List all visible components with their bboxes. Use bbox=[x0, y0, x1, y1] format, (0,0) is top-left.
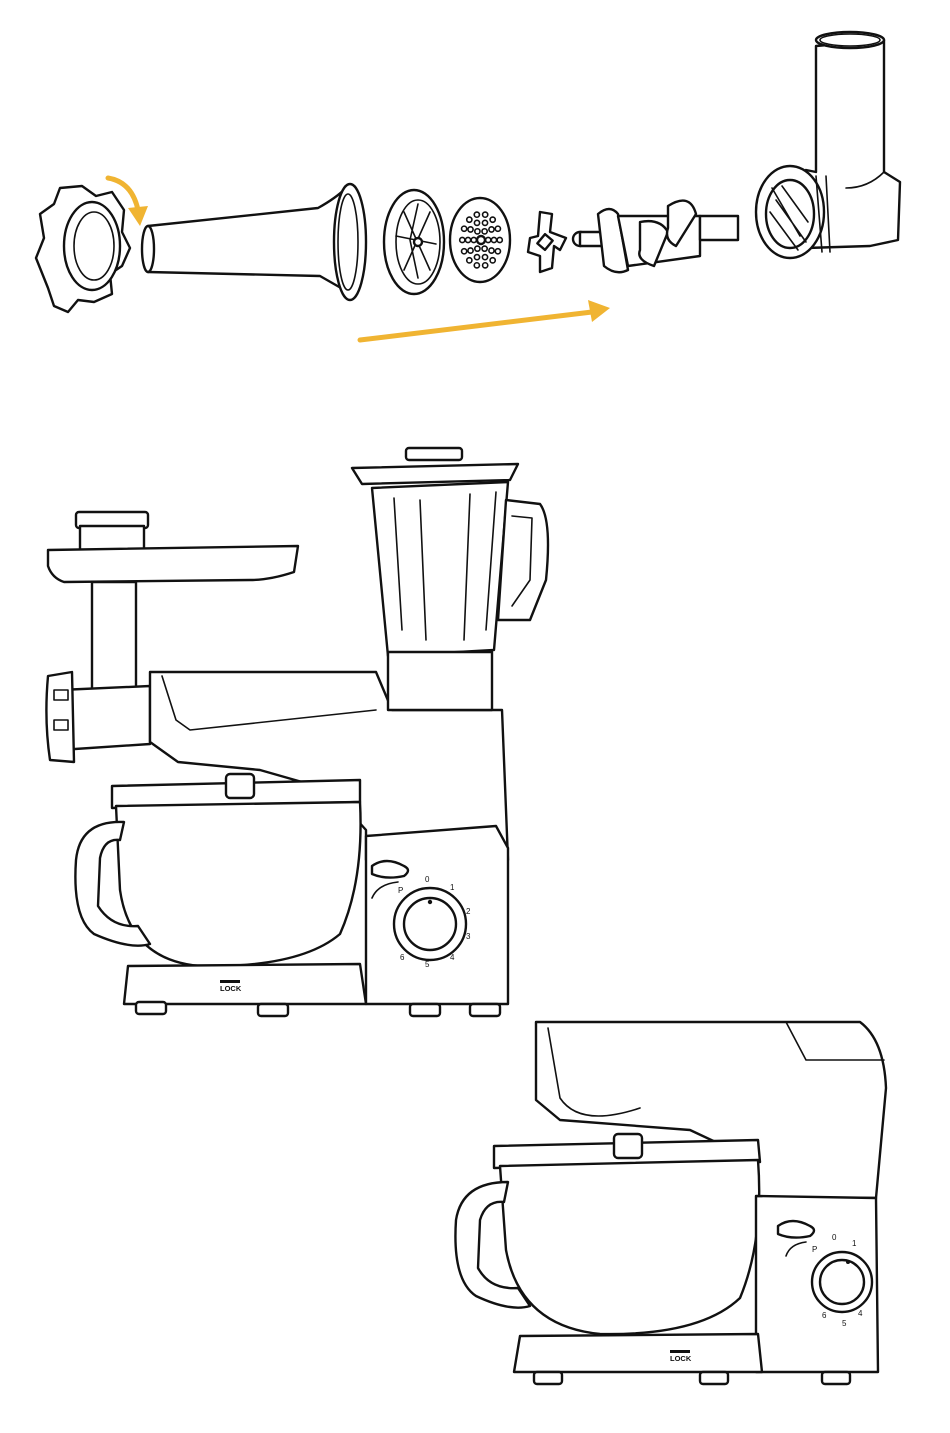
grinding-plate bbox=[450, 198, 510, 282]
dial-speed-label: 4 bbox=[858, 1309, 863, 1318]
dial-speed-label: 4 bbox=[450, 953, 455, 962]
dial-speed-label: 6 bbox=[400, 953, 405, 962]
assembly-direction-arrow bbox=[360, 312, 592, 340]
dial-speed-label: 1 bbox=[852, 1239, 857, 1248]
bowl-2 bbox=[500, 1160, 759, 1334]
sausage-nozzle bbox=[142, 184, 366, 300]
dial-speed-label: 5 bbox=[425, 960, 430, 969]
lock-text-2: LOCK bbox=[670, 1354, 692, 1363]
dial-speed-label: 6 bbox=[822, 1311, 827, 1320]
dial-speed-label: 0 bbox=[832, 1233, 837, 1242]
dial-speed-label: 0 bbox=[425, 875, 430, 884]
mixing-bowl bbox=[75, 774, 360, 966]
dial-speed-label: 3 bbox=[466, 932, 471, 941]
curved-arrow-head bbox=[128, 206, 148, 226]
grinder-housing bbox=[756, 32, 900, 258]
mixer-full-setup: P 0 1 2 3 4 5 6 LOCK bbox=[46, 448, 548, 1016]
straight-arrow-head bbox=[588, 300, 610, 322]
spacer-disc bbox=[384, 190, 444, 294]
lock-indicator-left: LOCK bbox=[220, 980, 242, 993]
mixer-bowl-setup: P 0 1 6 5 4 LOCK bbox=[455, 1022, 886, 1384]
blender-jar bbox=[352, 448, 548, 710]
exploded-grinder bbox=[36, 32, 900, 340]
lock-indicator-right: LOCK bbox=[670, 1350, 692, 1363]
dial-speed-label: P bbox=[398, 886, 403, 895]
dial-speed-label: 5 bbox=[842, 1319, 847, 1328]
cross-blade bbox=[528, 212, 566, 272]
dial-speed-label: 2 bbox=[466, 907, 471, 916]
lock-text: LOCK bbox=[220, 984, 242, 993]
dial-speed-label: 1 bbox=[450, 883, 455, 892]
dial-speed-label: P bbox=[812, 1245, 817, 1254]
ring-nut bbox=[36, 186, 130, 312]
auger bbox=[573, 201, 738, 273]
